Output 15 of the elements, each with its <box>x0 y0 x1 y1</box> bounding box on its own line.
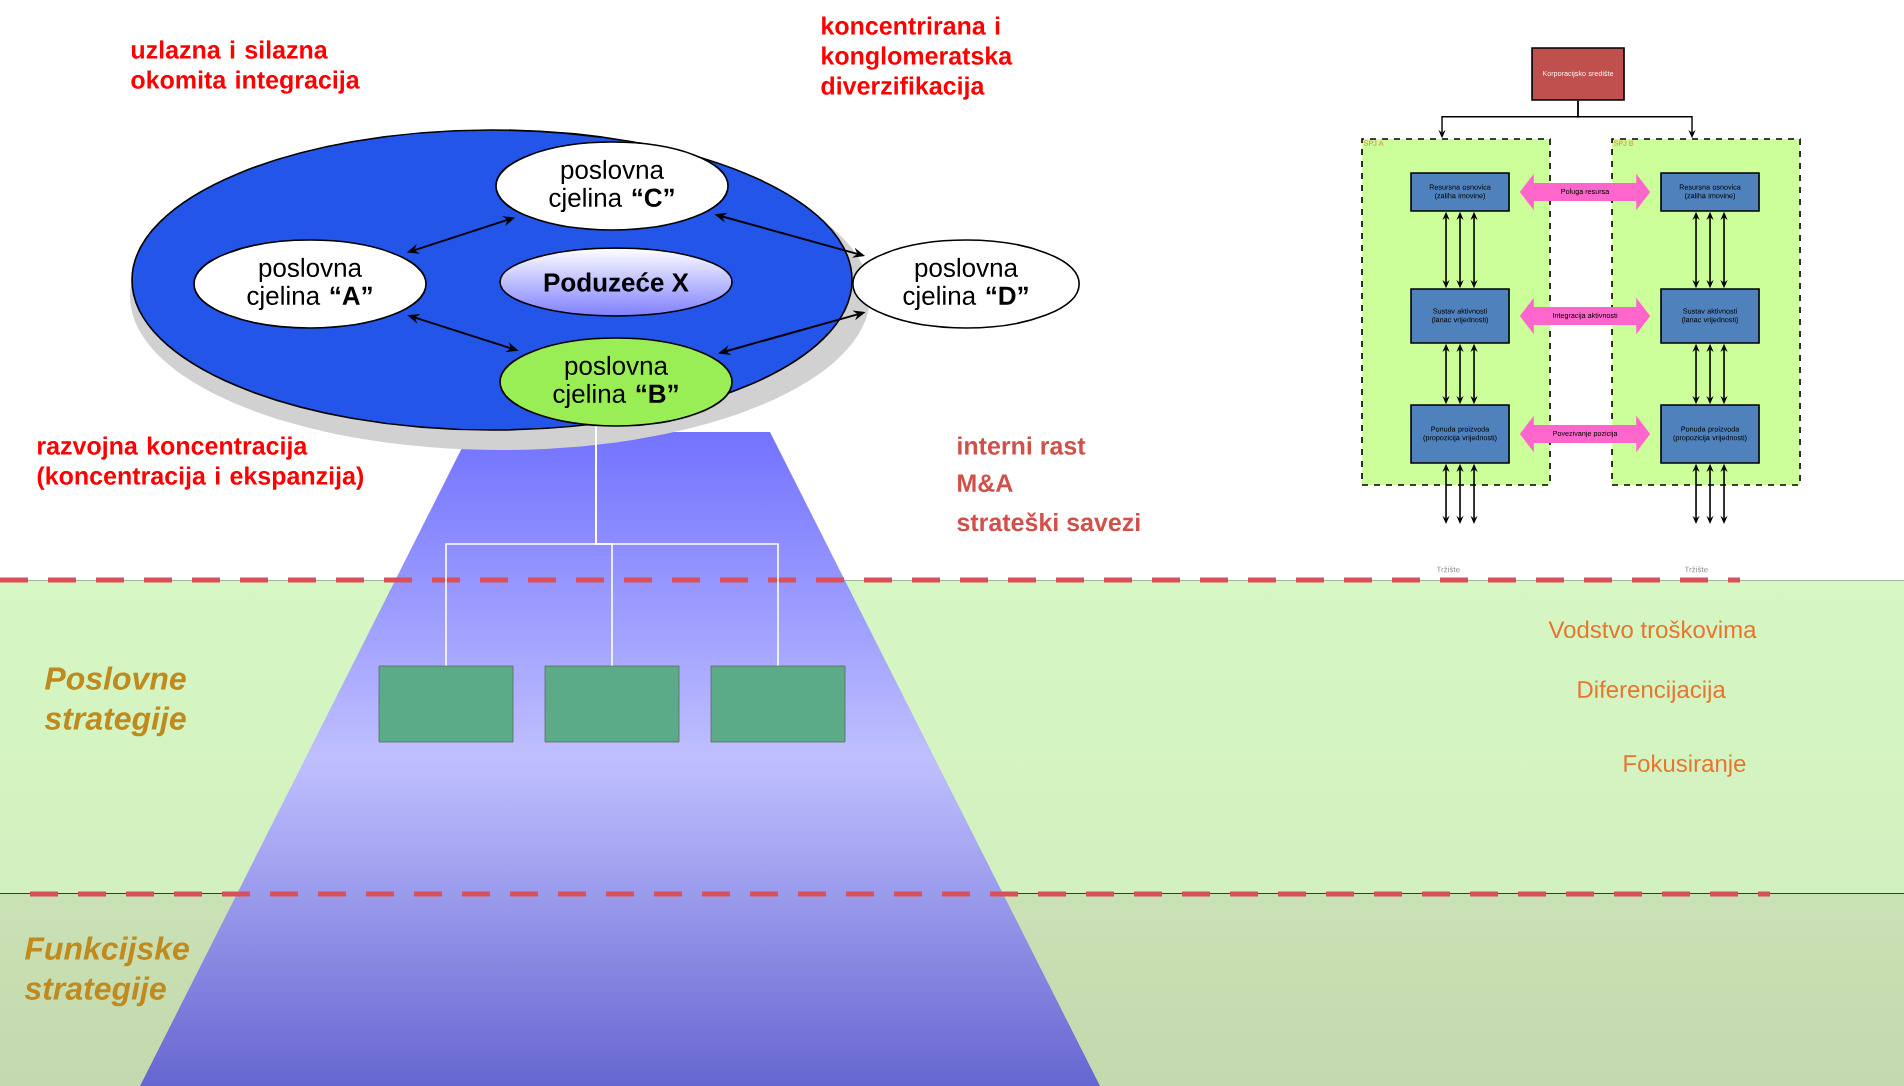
annotation-text: razvojna koncentracija (koncentracija i ekspanzija) <box>37 436 364 490</box>
strategy-box <box>544 665 680 743</box>
annotation-text: M&A <box>958 474 1013 492</box>
level-label: Funkcijske strategije <box>24 936 189 1007</box>
connector-line <box>595 426 779 667</box>
annotation-text: uzlazna i silazna okomita integracija <box>131 40 360 94</box>
strategy-box <box>710 665 846 743</box>
strategy-option: Diferencijacija <box>1578 680 1726 703</box>
annotation-text: interni rast <box>958 436 1086 455</box>
strategy-box <box>378 665 514 743</box>
annotation-text: koncentrirana i konglomeratska diverzifikacija <box>821 16 1013 100</box>
strategy-option: Vodstvo troškovima <box>1548 620 1757 639</box>
strategy-option: Fokusiranje <box>1624 754 1746 777</box>
annotation-text: strateški savezi <box>957 512 1140 532</box>
level-label: Poslovne strategije <box>44 666 186 737</box>
